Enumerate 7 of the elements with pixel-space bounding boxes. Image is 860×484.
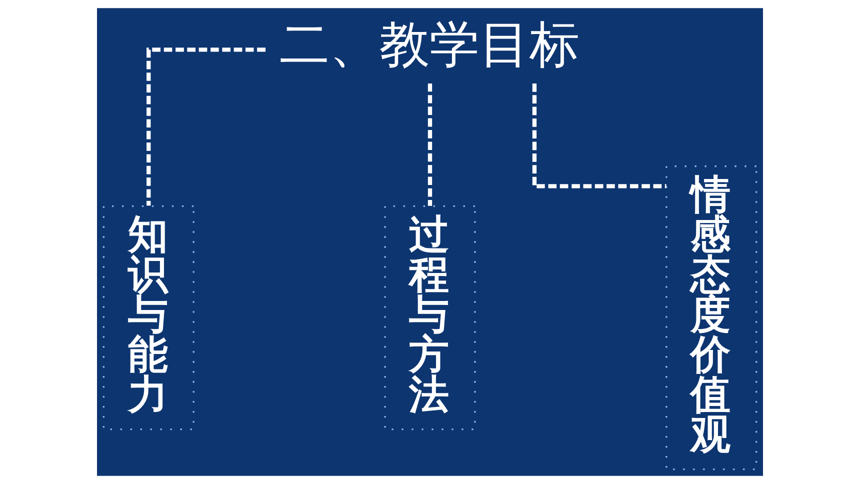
connector <box>428 83 432 206</box>
node-box: 过程与方法 <box>384 205 476 430</box>
node-box: 情感态度价值观 <box>666 165 758 470</box>
connector <box>146 48 266 206</box>
node-text: 二、教学目标 <box>279 15 580 74</box>
node-box: 知识与能力 <box>102 205 194 430</box>
connector <box>532 84 666 188</box>
